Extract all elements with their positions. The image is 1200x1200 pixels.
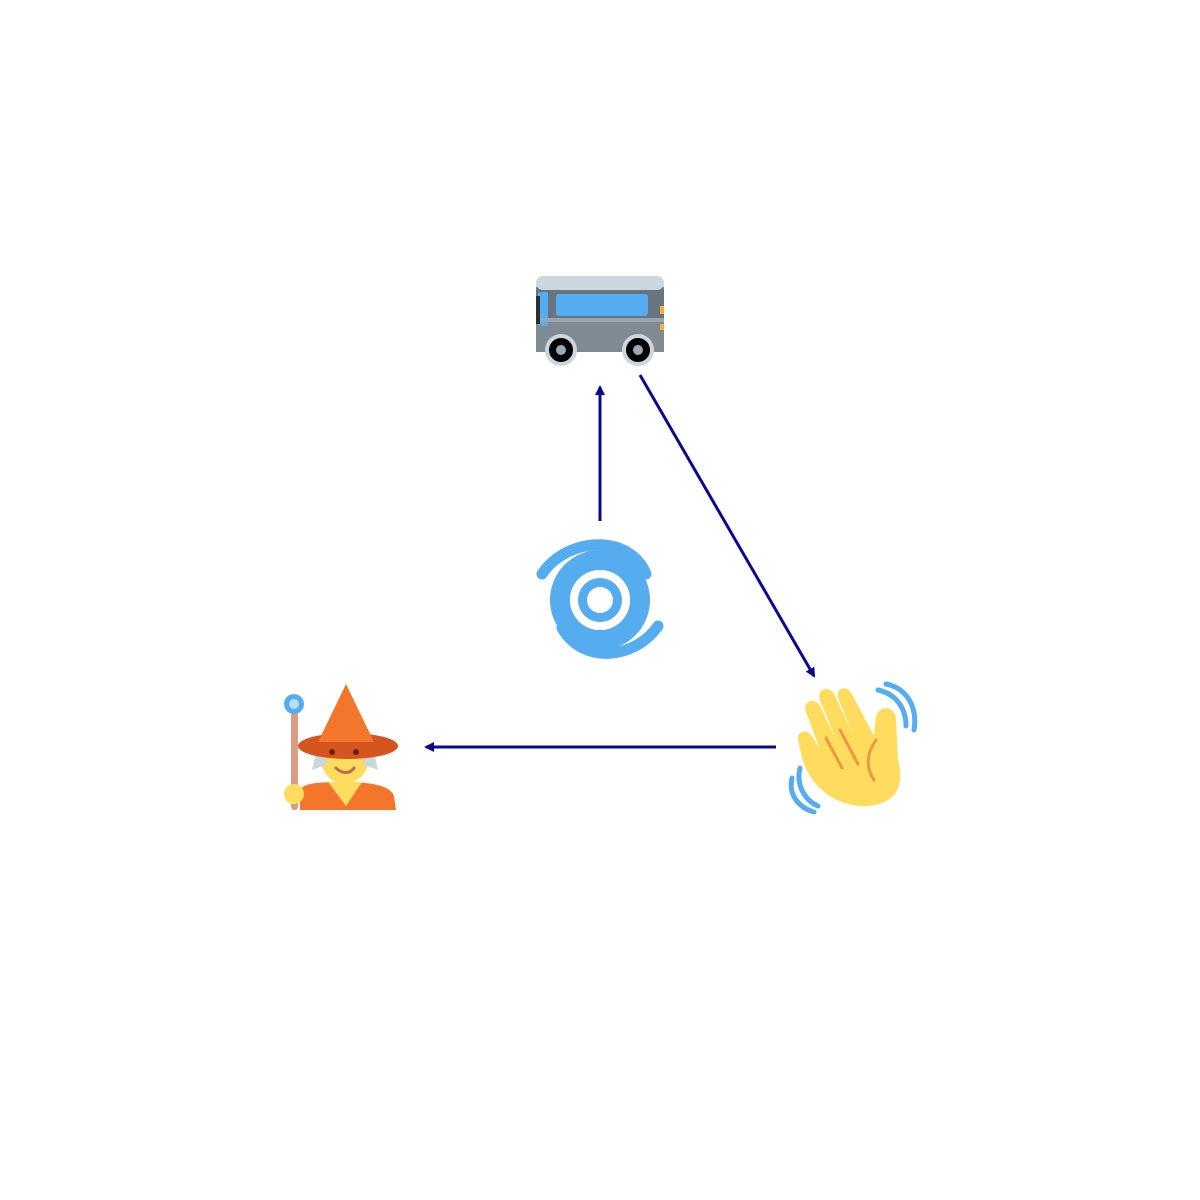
waving-hand-icon: [788, 681, 918, 815]
bus-icon: [536, 276, 664, 366]
mage-icon: [284, 684, 398, 810]
edges: [424, 374, 816, 752]
edge-bus-to-waving-hand: [638, 374, 816, 678]
cyclone-icon: [536, 539, 664, 659]
